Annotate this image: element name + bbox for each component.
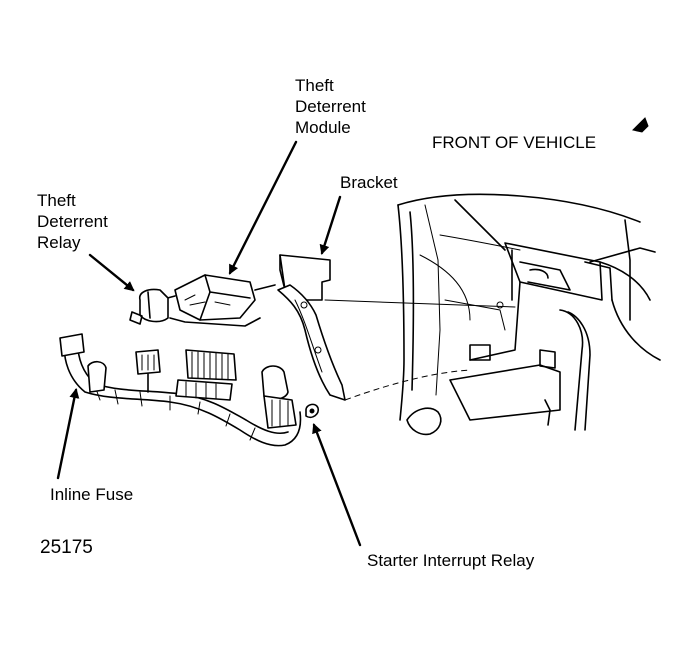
wiring-harness	[59, 333, 320, 447]
module-label-line: Theft	[295, 76, 334, 95]
module-label-line: Module	[295, 118, 351, 137]
module-label-line: Deterrent	[295, 97, 366, 116]
relay-arrow	[88, 253, 135, 292]
front-of-vehicle-label: FRONT OF VEHICLE	[432, 133, 597, 152]
theft-deterrent-module	[159, 274, 276, 327]
relay-label-line: Theft	[37, 191, 76, 210]
vehicle-structure	[397, 193, 661, 436]
relay-label-line: Deterrent	[37, 212, 108, 231]
relay-label-line: Relay	[37, 233, 81, 252]
figure-number: 25175	[40, 537, 93, 558]
fuse-arrow	[56, 388, 80, 480]
inline-fuse-label: Inline Fuse	[50, 485, 134, 504]
theft-deterrent-module-label: Theft Deterrent Module	[295, 75, 366, 138]
bracket-label: Bracket	[340, 173, 398, 192]
bracket-arrow	[319, 195, 342, 255]
module-arrow	[228, 140, 298, 275]
theft-deterrent-relay	[129, 288, 169, 325]
theft-deterrent-relay-label: Theft Deterrent Relay	[37, 190, 108, 253]
starter-relay-arrow	[312, 423, 362, 547]
mounting-reference-line	[344, 369, 471, 401]
front-direction-arrow-icon	[632, 117, 649, 133]
mounting-reference-line	[324, 299, 516, 308]
starter-interrupt-relay-label: Starter Interrupt Relay	[367, 551, 535, 570]
bracket	[277, 254, 346, 401]
